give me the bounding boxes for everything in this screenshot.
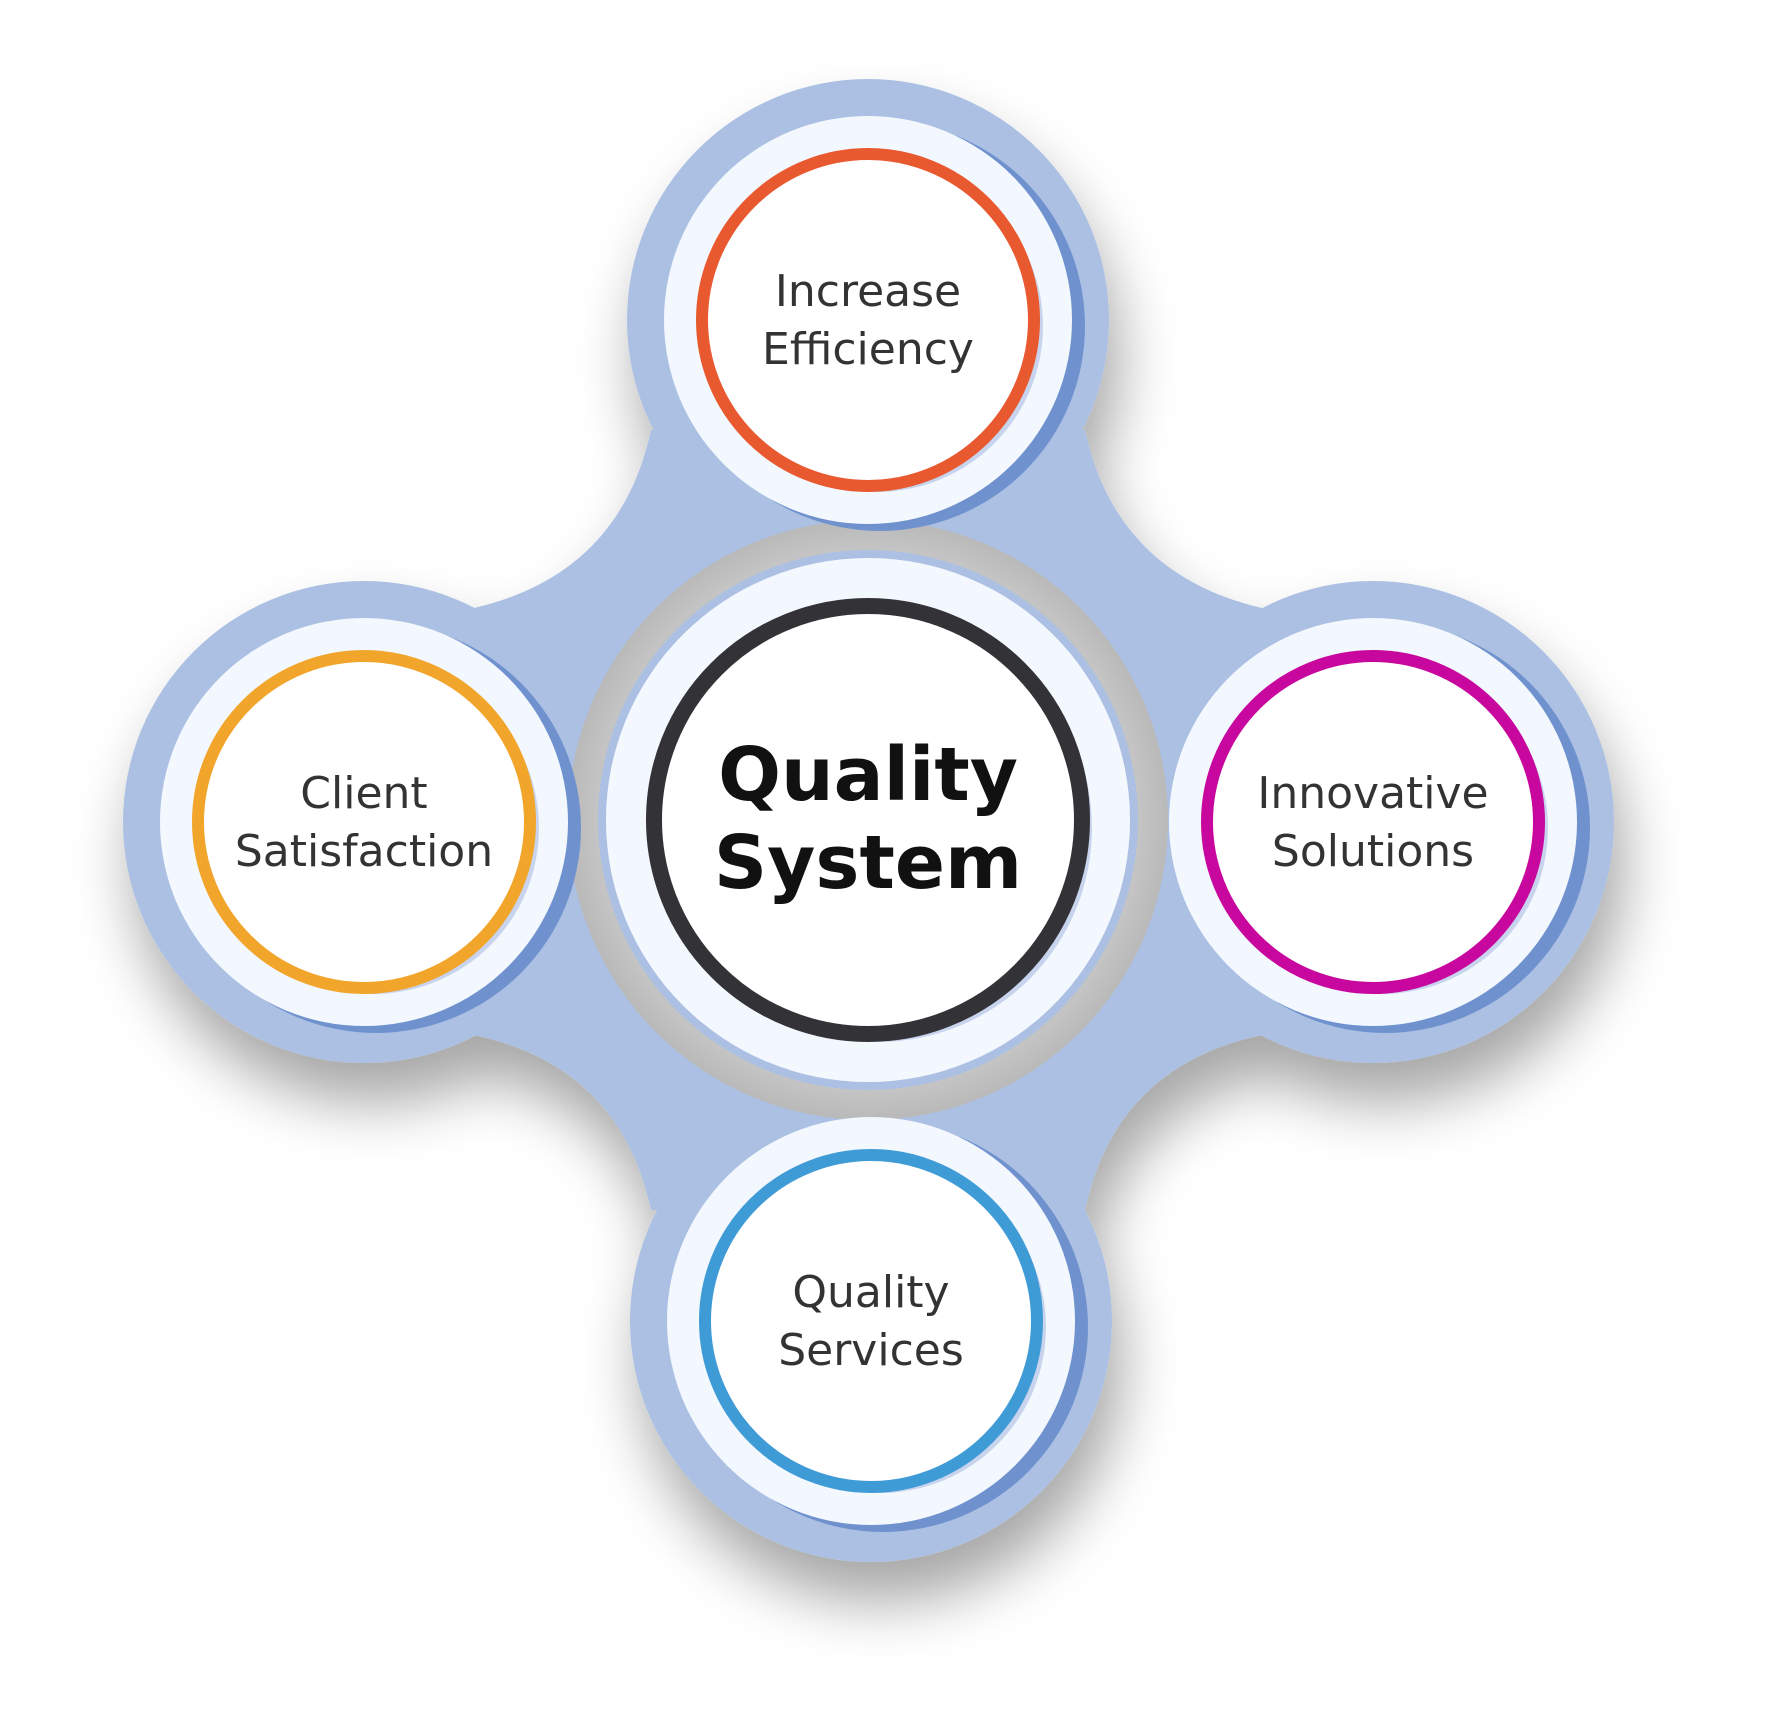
- node-label-line-1: Innovative: [1257, 768, 1488, 819]
- node-ring: [1201, 650, 1545, 994]
- node-label-line-1: Quality: [792, 1267, 949, 1318]
- node-label-line-2: Satisfaction: [235, 826, 493, 877]
- node-label-line-1: Increase: [775, 266, 961, 317]
- center-label-line-1: Quality: [718, 732, 1018, 818]
- node-label-line-2: Solutions: [1272, 826, 1474, 877]
- node-label-line-2: Efficiency: [762, 324, 974, 375]
- node-ring: [696, 148, 1040, 492]
- node-ring: [699, 1149, 1043, 1493]
- node-label-line-2: Services: [778, 1325, 964, 1376]
- center-node: Quality System: [598, 550, 1138, 1090]
- node-ring: [192, 650, 536, 994]
- center-label-line-2: System: [714, 820, 1022, 906]
- node-label-line-1: Client: [300, 768, 427, 819]
